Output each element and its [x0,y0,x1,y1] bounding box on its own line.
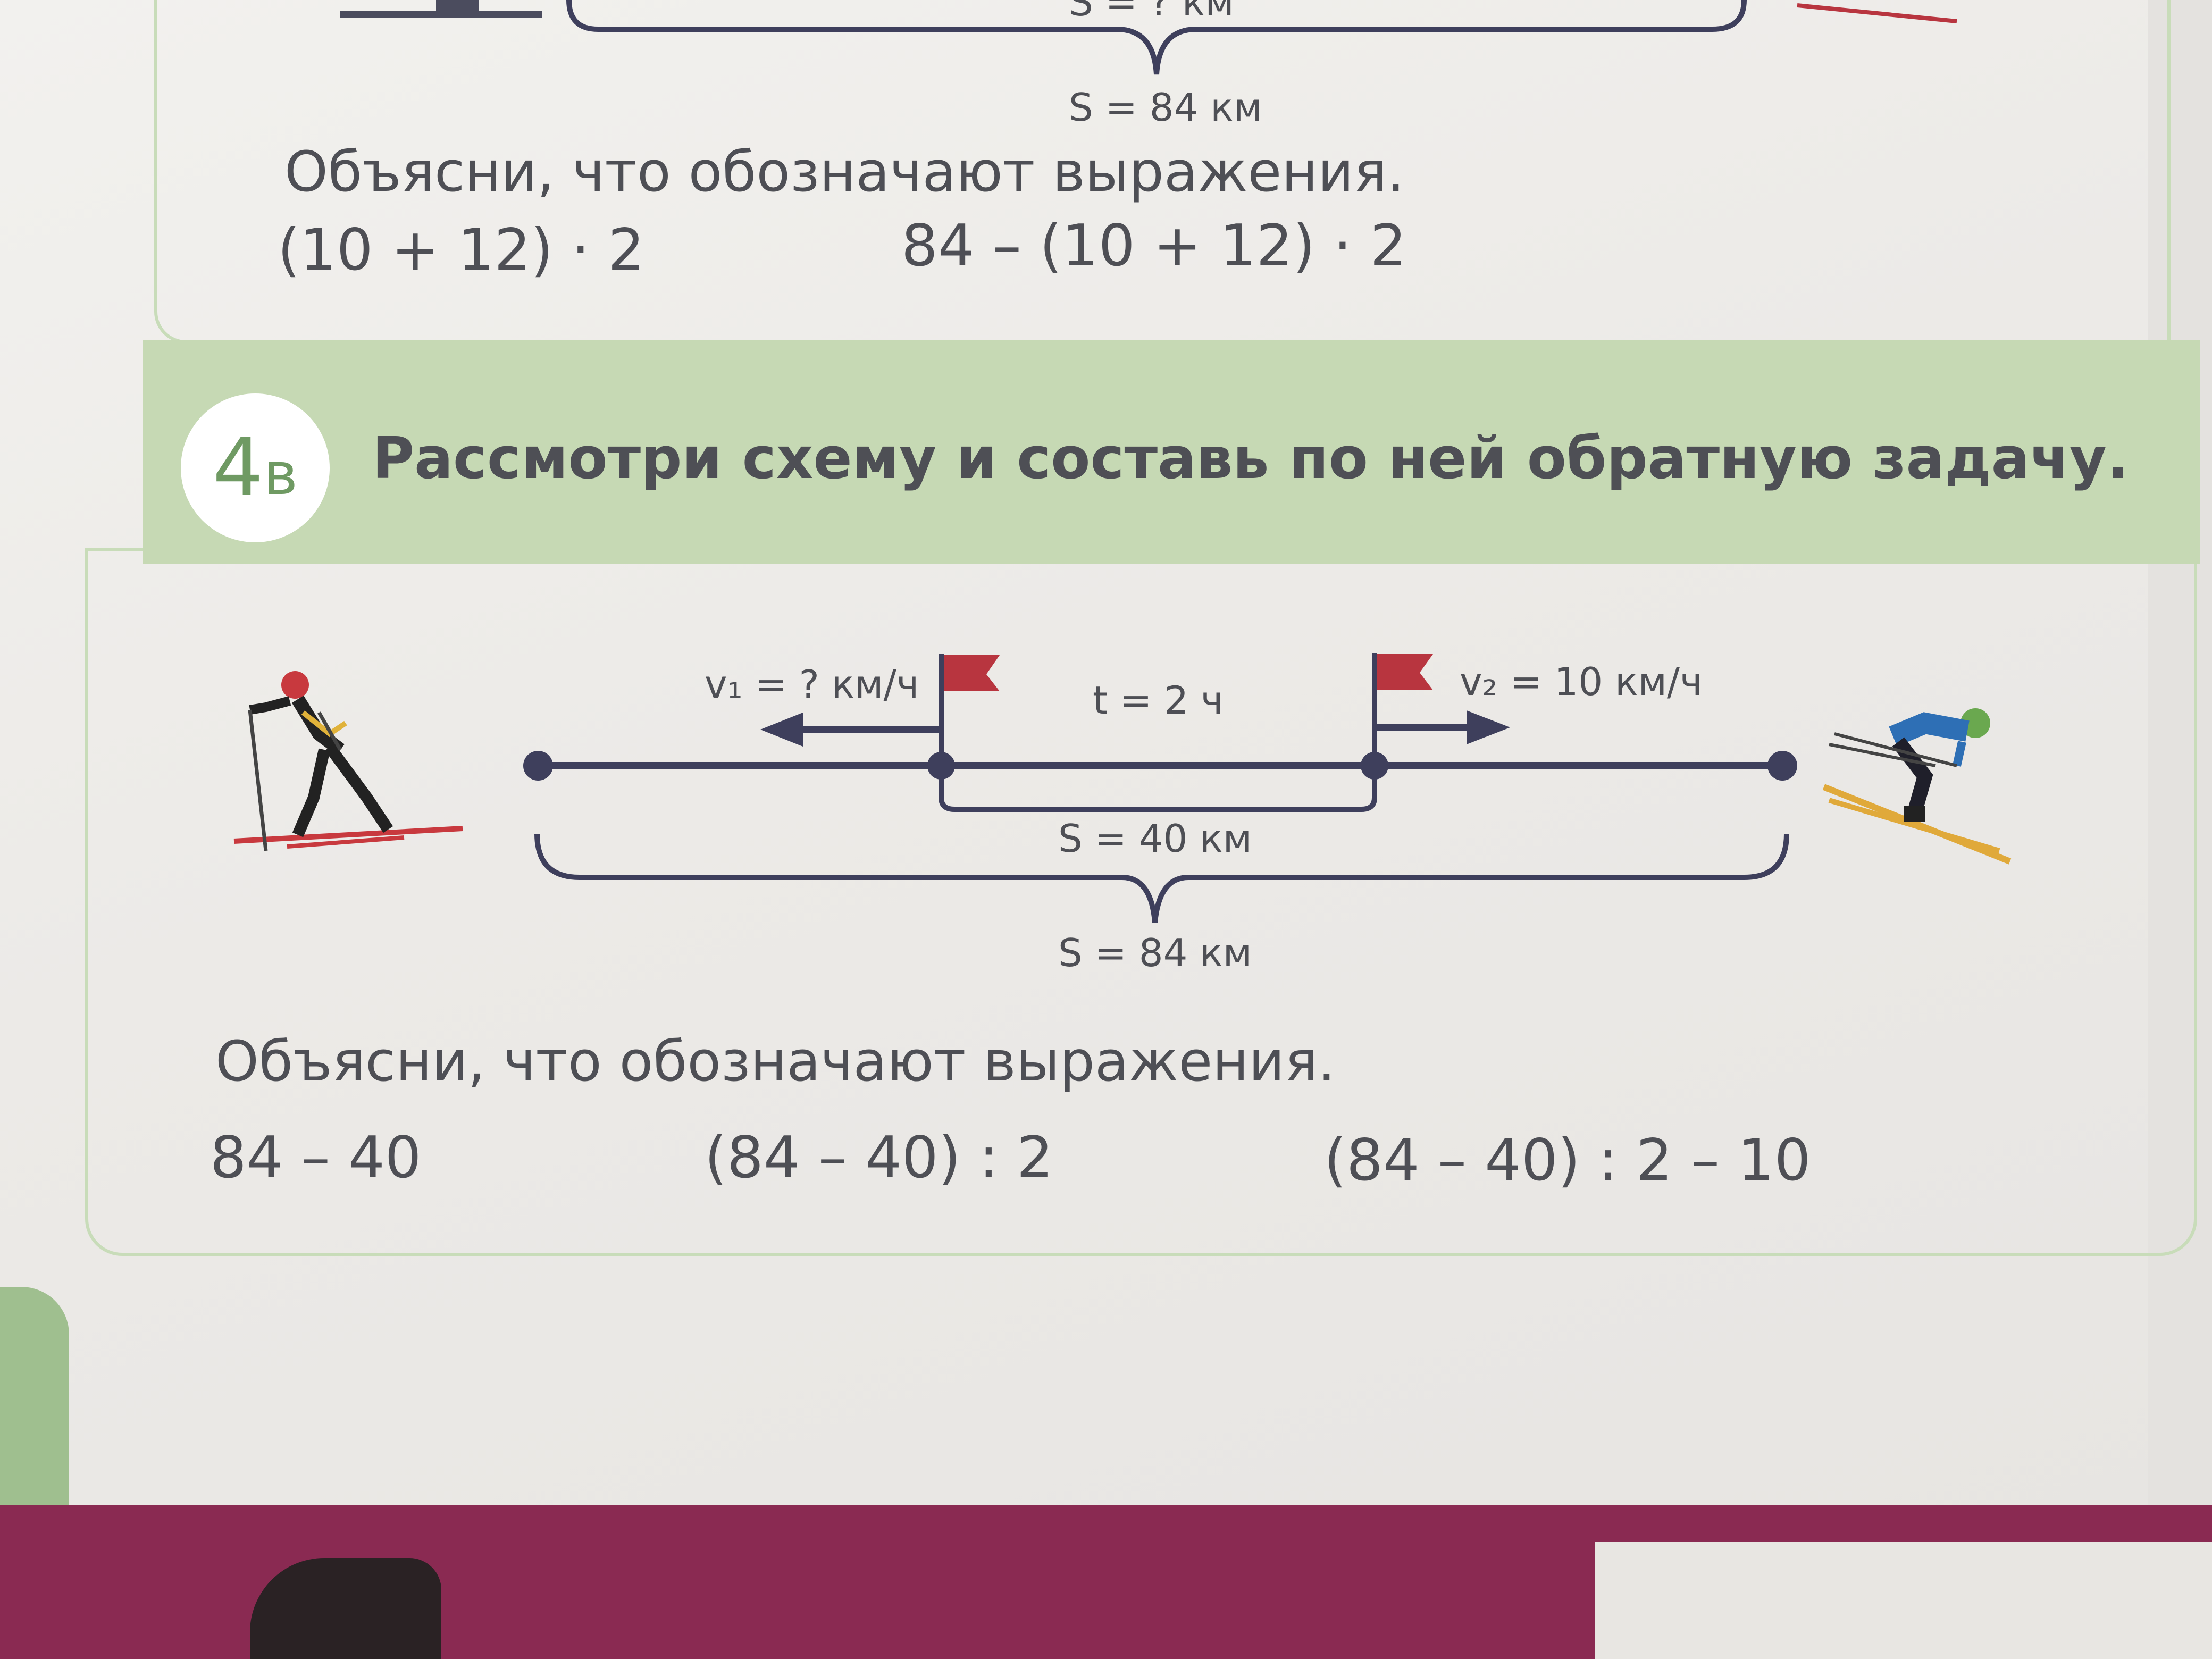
task-title: Рассмотри схему и составь по ней обратну… [372,425,2129,492]
top-total-distance: S = 84 км [1069,85,1263,130]
green-page-tab [0,1287,69,1510]
task-letter: в [263,440,298,508]
task-number-badge: 4 в [181,393,330,542]
start-point [523,751,553,781]
task-expression-1: 84 – 40 [210,1125,422,1191]
v2-label: v₂ = 10 км/ч [1460,659,1703,704]
inner-distance-label: S = 40 км [1058,816,1252,861]
time-label: t = 2 ч [1093,678,1224,723]
top-prompt: Объясни, что обозначают выражения. [284,139,1405,204]
motion-scheme [233,0,2012,923]
inner-bracket [939,779,1377,812]
task-expression-2: (84 – 40) : 2 [705,1125,1053,1191]
top-skier-icon [340,0,542,18]
top-line-fragment [1797,3,1957,23]
outer-brace [534,833,1789,923]
left-arrow-icon [760,713,939,747]
end-point [1767,751,1797,781]
task-number: 4 [212,422,264,514]
left-flag-icon [939,654,1000,766]
right-skier-icon [1822,708,2012,865]
task-header-band [143,340,2200,564]
grid-paper [1595,1542,2212,1659]
right-arrow-icon [1377,710,1510,744]
total-distance-label: S = 84 км [1058,931,1252,975]
cover-decoration [250,1558,441,1659]
top-expression-2: 84 – (10 + 12) · 2 [901,213,1407,279]
top-expression-1: (10 + 12) · 2 [278,217,644,283]
top-brace [566,0,1747,75]
v1-label: v₁ = ? км/ч [705,662,919,707]
task-prompt: Объясни, что обозначают выражения. [215,1029,1336,1094]
task-expression-3: (84 – 40) : 2 – 10 [1324,1127,1811,1194]
right-flag-icon [1372,653,1433,766]
left-skier-icon [233,671,463,851]
top-unknown-distance: S = ? км [1069,0,1234,24]
